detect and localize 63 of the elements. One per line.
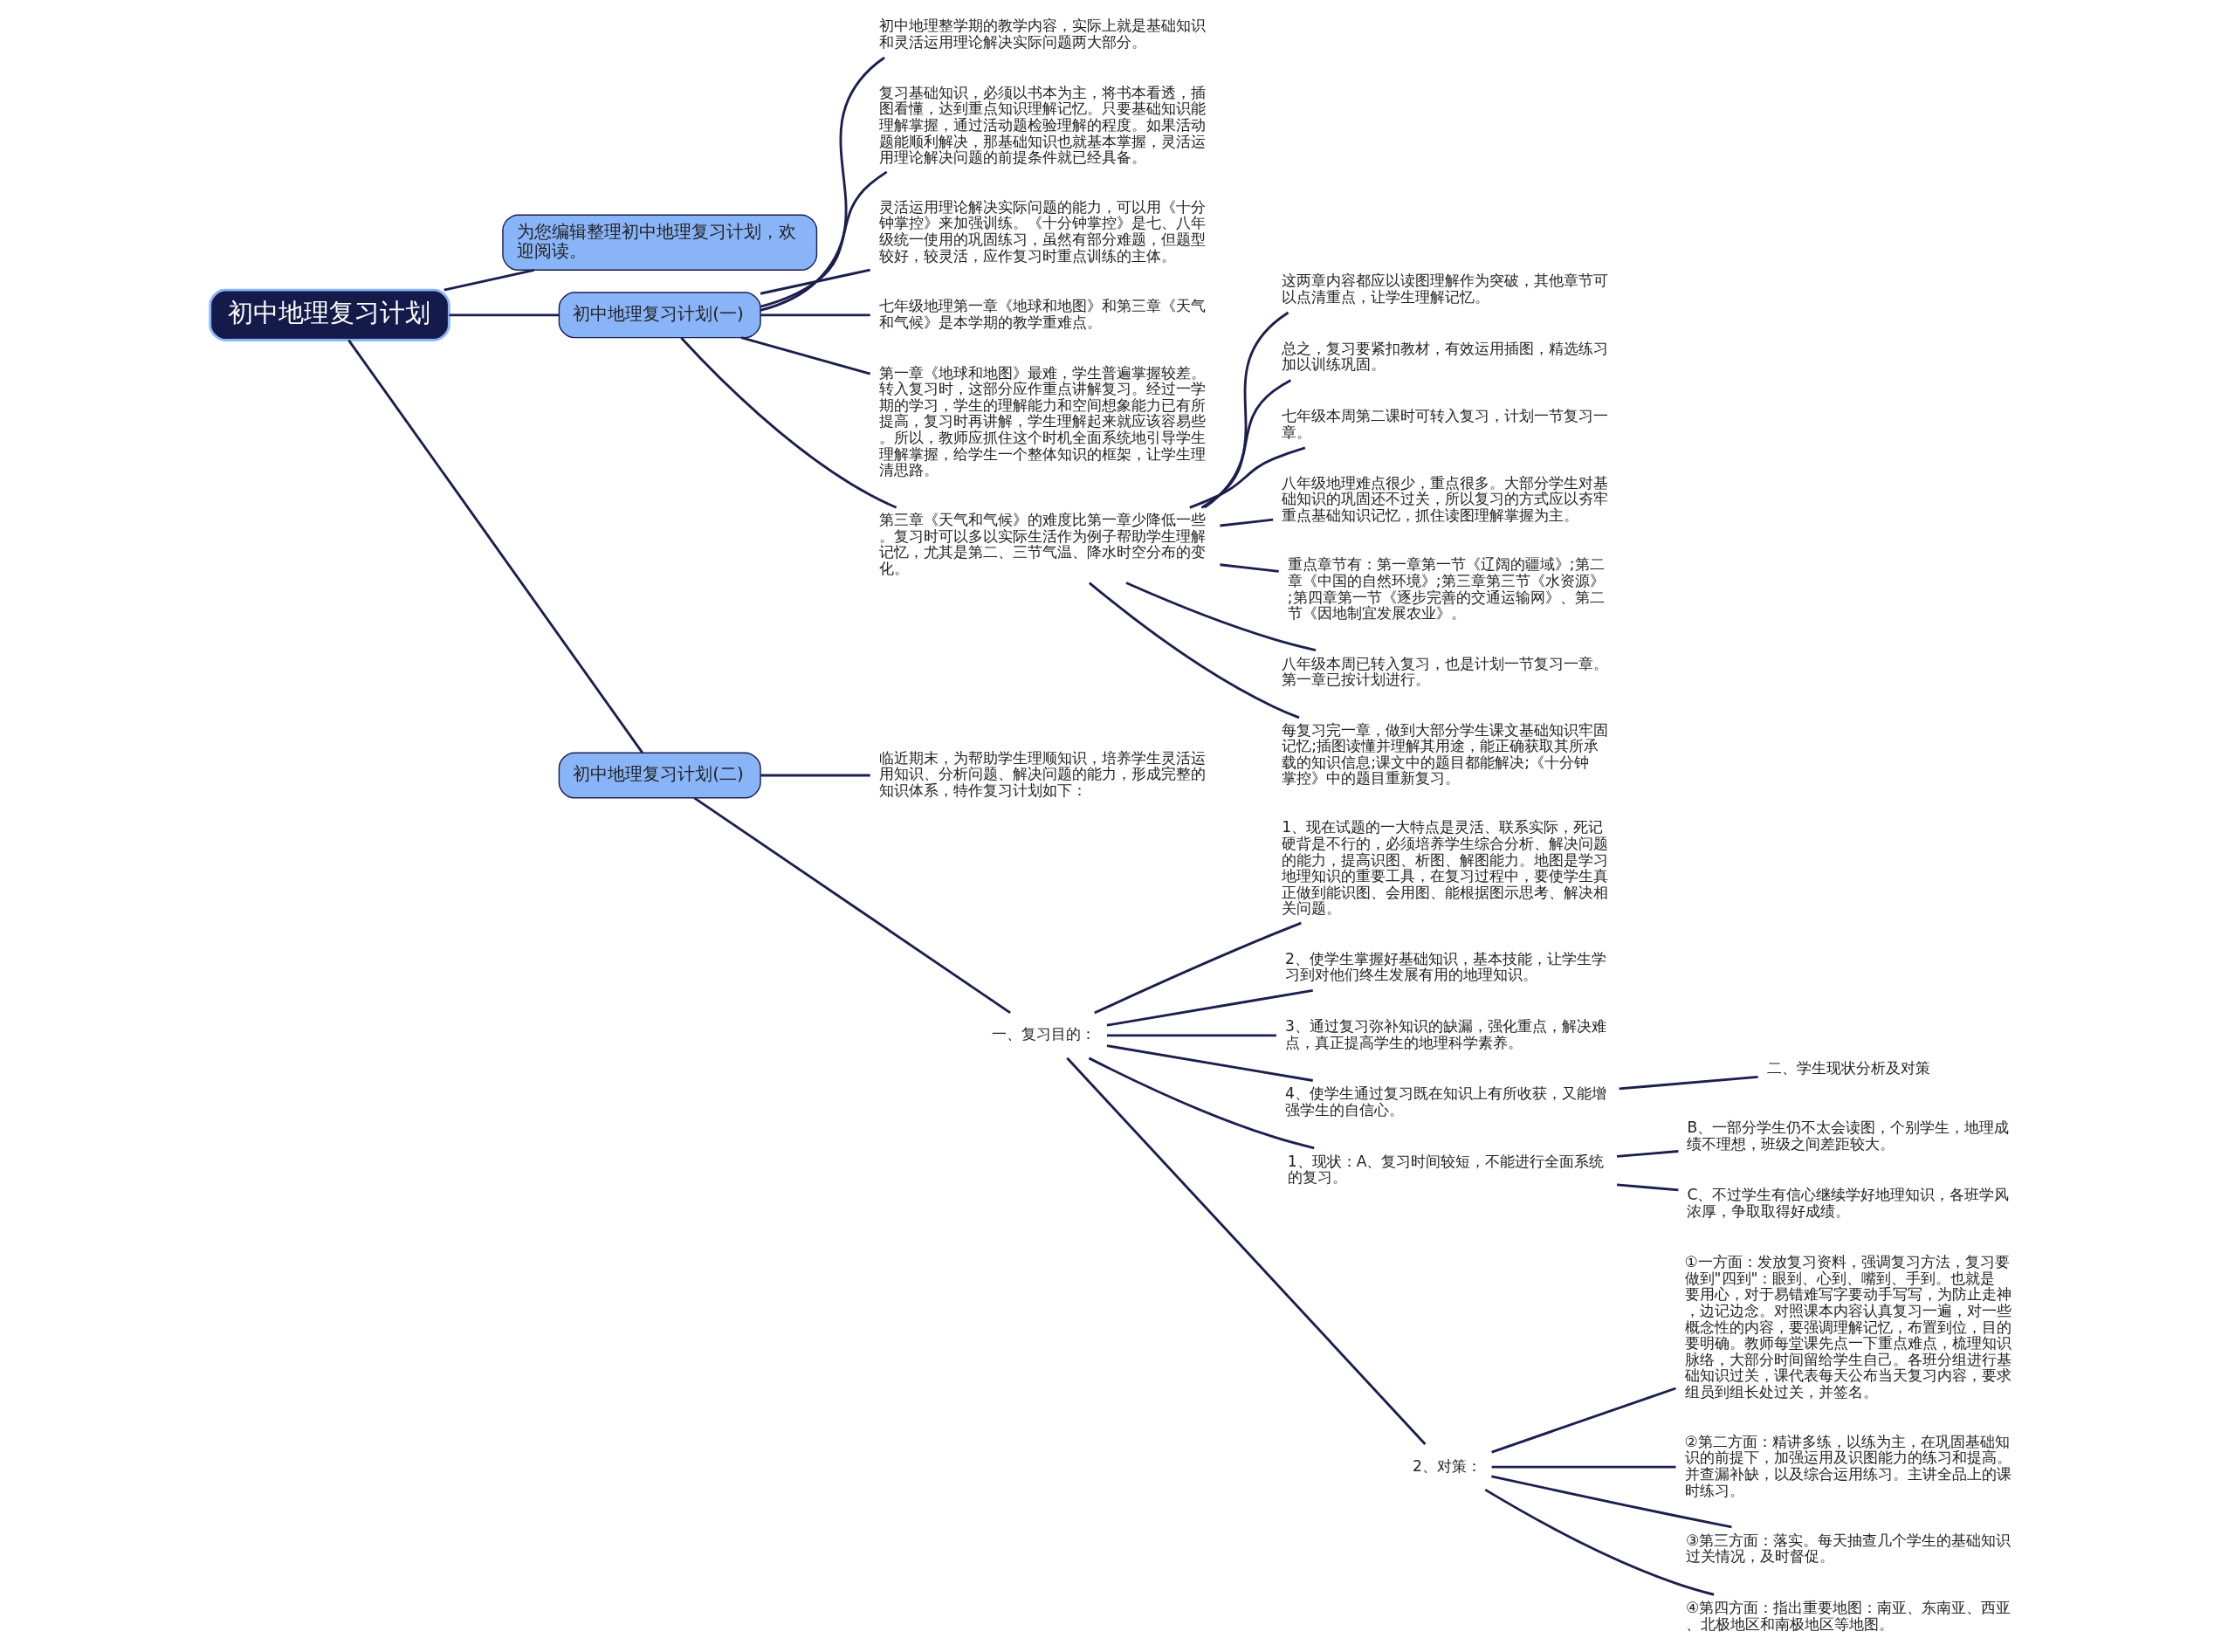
connector <box>1200 379 1292 509</box>
connector <box>1616 1183 1679 1192</box>
node-text: 复习基础知识，必须以书本为主，将书本看透，插图看懂，达到重点知识理解记忆。只要基础知识能理解掌握，通过活动题检验理解的程度。如果活动题能顺利解决，那基础知识也就基本掌握，灵活运用理论解决问题的前提条件就已经具备。 <box>879 83 1207 167</box>
node-text: 灵活运用理论解决实际问题的能力，可以用《十分钟掌控》来加强训练。《十分钟掌控》是七、八年级统一使用的巩固练习，虽然有部分难题，但题型较好，较灵活，应作复习时重点训练的主体。 <box>879 197 1207 265</box>
node-text: 七年级地理第一章《地球和地图》和第三章《天气和气候》是本学期的教学重难点。 <box>879 296 1207 331</box>
node-text: ②第二方面：精讲多练，以练为主，在巩固基础知识的前提下，加强运用及识图能力的练习和提高。并查漏补缺，以及综合运用练习。主讲全品上的课时练习。 <box>1684 1432 2012 1499</box>
node-text: 总之，复习要紧扣教材，有效运用插图，精选练习加以训练巩固。 <box>1282 339 1609 374</box>
node-text: 初中地理整学期的教学内容，实际上就是基础知识和灵活运用理论解决实际问题两大部分。 <box>879 17 1207 51</box>
node-text: 3、通过复习弥补知识的缺漏，强化重点，解决难点，真正提高学生的地理科学素养。 <box>1284 1017 1606 1051</box>
node-text: B、一部分学生仍不太会读图，个别学生，地理成绩不理想，班级之间差距较大。 <box>1687 1119 2010 1153</box>
connector <box>1189 446 1306 509</box>
node-text: ③第三方面：落实。每天抽查几个学生的基础知识过关情况，及时督促。 <box>1686 1531 2012 1566</box>
node-text: 1、现在试题的一大特点是灵活、联系实际，死记硬背是不行的，必须培养学生综合分析、解决问题的能力，提高识图、析图、解图能力。地图是学习地理知识的重要工具，在复习过程中，要使学生真正做到能识图、会用图、能根据图示思考、解决相关问题。 <box>1282 818 1609 918</box>
node-box: 初中地理复习计划(二) <box>558 752 761 799</box>
node-text: 临近期末，为帮助学生理顺知识，培养学生灵活运用知识、分析问题、解决问题的能力，形成完整的知识体系，特作复习计划如下： <box>879 748 1207 800</box>
connector <box>1491 1387 1676 1454</box>
connector <box>760 56 885 312</box>
connector <box>760 774 870 777</box>
connector <box>444 268 535 292</box>
node-text: 2、对策： <box>1413 1456 1482 1475</box>
connector <box>693 796 1011 1015</box>
connector <box>1106 1044 1313 1082</box>
connector <box>1094 921 1302 1015</box>
connector <box>1616 1150 1679 1158</box>
connector <box>1220 518 1274 527</box>
connector <box>740 336 871 375</box>
connector <box>1106 1034 1276 1037</box>
connector <box>1491 1465 1676 1469</box>
node-box: 为您编辑整理初中地理复习计划，欢迎阅读。 <box>502 214 818 271</box>
node-text: 第三章《天气和气候》的难度比第一章少降低一些。复习时可以多以实际生活作为例子帮助学生理解记忆，尤其是第二、三节气温、降水时空分布的变化。 <box>879 510 1207 577</box>
connector <box>760 268 870 295</box>
node-text: 二、学生现状分析及对策 <box>1767 1059 1931 1077</box>
node-text: 2、使学生掌握好基础知识，基本技能，让学生学习到对他们终生发展有用的地理知识。 <box>1284 949 1606 984</box>
node-text: 重点章节有：第一章第一节《辽阔的疆域》;第二章《中国的自然环境》;第三章第三节《水资源》;第四章第一节《逐步完善的交通运输网》、第二节《因地制宜发展农业》。 <box>1287 555 1605 623</box>
node-text: C、不过学生有信心继续学好地理知识，各班学风浓厚，争取取得好成绩。 <box>1687 1186 2010 1221</box>
node-text: 八年级本周已转入复习，也是计划一节复习一章。第一章已按计划进行。 <box>1282 654 1609 689</box>
connector <box>760 170 888 308</box>
connector <box>1619 1076 1758 1091</box>
node-text: 七年级本周第二课时可转入复习，计划一节复习一章。 <box>1282 407 1609 441</box>
node-text: ④第四方面：指出重要地图：南亚、东南亚、西亚、北极地区和南极地区等地图。 <box>1686 1599 2012 1633</box>
connector <box>1203 311 1289 509</box>
node-text: 每复习完一章，做到大部分学生课文基础知识牢固记忆;插图读懂并理解其用途，能正确获取其所承载的知识信息;课文中的题目都能解决;《十分钟掌控》中的题目重新复习。 <box>1282 720 1609 788</box>
connector <box>1066 1057 1427 1445</box>
node-text: 八年级地理难点很少，重点很多。大部分学生对基础知识的巩固还不过关，所以复习的方式应以夯牢重点基础知识记忆，抓住读图理解掌握为主。 <box>1282 473 1609 524</box>
connector <box>1491 1475 1732 1529</box>
node-text: 1、现状：A、复习时间较短，不能进行全面系统的复习。 <box>1287 1152 1605 1187</box>
connector <box>1088 1057 1315 1150</box>
node-text: ①一方面：发放复习资料，强调复习方法，复习要做到"四到"：眼到、心到、嘴到、手到。也就是要用心，对于易错难写字要动手写写，为防止走神，边记边念。对照课本内容认真复习一遍，对一些概念性的内容，要强调理解记忆，布置到位，目的要明确。教师每堂课先点一下重点难点，梳理知识脉络，大部分时间留给学生自己。各班分组进行基础知识过关，课代表每天公布当天复习内容，要求组员到组长处过关，并签名。 <box>1684 1253 2012 1401</box>
connector <box>680 337 897 509</box>
connector <box>1088 582 1300 719</box>
node-box: 初中地理复习计划 <box>209 288 450 341</box>
node-text: 一、复习目的： <box>992 1025 1097 1043</box>
connector <box>347 339 643 754</box>
node-text: 这两章内容都应以读图理解作为突破，其他章节可以点清重点，让学生理解记忆。 <box>1282 272 1609 306</box>
node-box: 初中地理复习计划(一) <box>558 292 761 339</box>
node-text: 第一章《地球和地图》最难，学生普遍掌握较差。转入复习时，这部分应作重点讲解复习。经过一学期的学习，学生的理解能力和空间想象能力已有所提高，复习时再讲解，学生理解起来就应该容易些。所以，教师应抓住这个时机全面系统地引导学生理解掌握，给学生一个整体知识的框架，让学生理清思路。 <box>879 363 1207 479</box>
connector <box>1484 1488 1715 1596</box>
connector <box>1106 989 1313 1027</box>
connector <box>1125 582 1317 652</box>
connector <box>760 313 870 317</box>
connector <box>1220 563 1279 573</box>
node-text: 4、使学生通过复习既在知识上有所收获，又能增强学生的自信心。 <box>1284 1084 1606 1119</box>
connector <box>449 313 559 317</box>
